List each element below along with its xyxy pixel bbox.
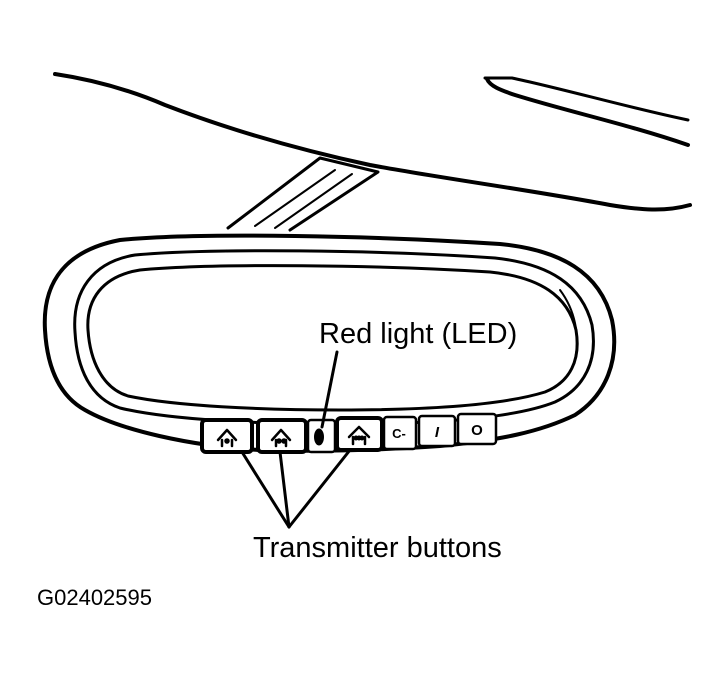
- roof-trim: [485, 77, 690, 147]
- mirror-glass-reflection: [559, 289, 578, 361]
- compass-button[interactable]: [382, 415, 418, 451]
- garage-2-icon: [270, 428, 292, 448]
- mirror-stem-groove-2: [274, 173, 353, 229]
- roof-headliner: [53, 72, 692, 212]
- mirror-bezel: [73, 249, 595, 426]
- mirror-housing: [42, 233, 617, 453]
- off-button-label: O: [471, 422, 483, 439]
- transmitter-pointer-line-1: [240, 450, 291, 529]
- garage-3-icon: [347, 425, 371, 446]
- compass-button-label: C-: [392, 426, 406, 441]
- mirror-stem: [226, 156, 380, 232]
- led-label: Red light (LED): [319, 318, 518, 350]
- transmitter-pointer-line-2: [278, 450, 291, 529]
- transmitter-button-1[interactable]: [200, 418, 254, 454]
- garage-1-icon: [216, 428, 238, 448]
- on-button[interactable]: [417, 414, 457, 448]
- transmitter-button-2[interactable]: [256, 418, 308, 454]
- red-light-led: [314, 428, 324, 446]
- transmitter-buttons-label: Transmitter buttons: [253, 532, 502, 564]
- roof-trim-edge: [483, 76, 690, 122]
- transmitter-pointer-line-3: [287, 448, 352, 529]
- transmitter-button-3[interactable]: [335, 416, 384, 452]
- led-pointer-line: [320, 350, 339, 429]
- mirror-glass: [86, 264, 579, 412]
- on-button-label: I: [435, 424, 440, 441]
- mirror-stem-groove-1: [254, 169, 336, 227]
- off-button[interactable]: [456, 412, 498, 446]
- figure-id: G02402595: [37, 585, 152, 610]
